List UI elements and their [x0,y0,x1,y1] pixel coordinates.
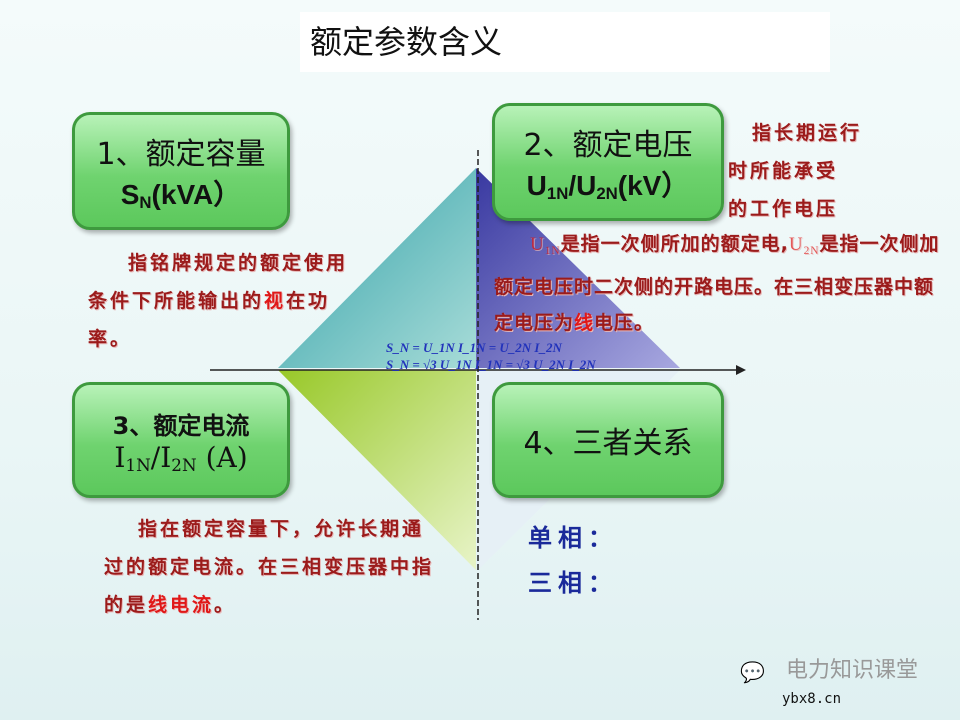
desc-voltage-long: U1N是指一次侧所加的额定电,U2N是指一次侧加额定电压时二次侧的开路电压。在三… [494,233,940,334]
watermark-site: ybx8.cn [782,691,842,707]
single-phase-label: 单相： [528,524,618,552]
green-triangle [278,370,476,570]
wechat-icon: 💬 [740,660,765,684]
box-label: 4、三者关系 [523,426,693,461]
teal-triangle [278,168,476,368]
desc-voltage-short: 指长期运行 时所能承受 的工作电压 [728,122,863,220]
desc-current: 指在额定容量下，允许长期通过的额定电流。在三相变压器中指的是线电流。 [104,518,435,616]
box-symbol: I1N/I2N (A) [114,440,248,475]
page-title: 额定参数含义 [300,12,830,72]
watermark-brand: 电力知识课堂 [786,658,919,683]
box-label: 2、额定电压 [523,128,693,163]
box-symbol: U1N/U2N(kV） [526,170,690,203]
box-rated-voltage: 2、额定电压 U1N/U2N(kV） [492,103,724,221]
box-label: 1、额定容量 [96,137,266,172]
desc-capacity: 指铭牌规定的额定使用条件下所能输出的视在功率。 [88,252,349,350]
box-rated-capacity: 1、额定容量 SN(kVA） [72,112,290,230]
box-label: 3、额定电流 [112,411,250,440]
x-axis-arrow [736,365,746,375]
box-rated-current: 3、额定电流 I1N/I2N (A) [72,382,290,498]
box-symbol: SN(kVA） [120,179,242,212]
formula-three-phase: S_N = √3 U_1N I_1N = √3 U_2N I_2N [386,357,596,372]
formula-single-phase: S_N = U_1N I_1N = U_2N I_2N [386,340,562,355]
three-phase-label: 三相： [528,569,618,597]
box-relationship: 4、三者关系 [492,382,724,498]
